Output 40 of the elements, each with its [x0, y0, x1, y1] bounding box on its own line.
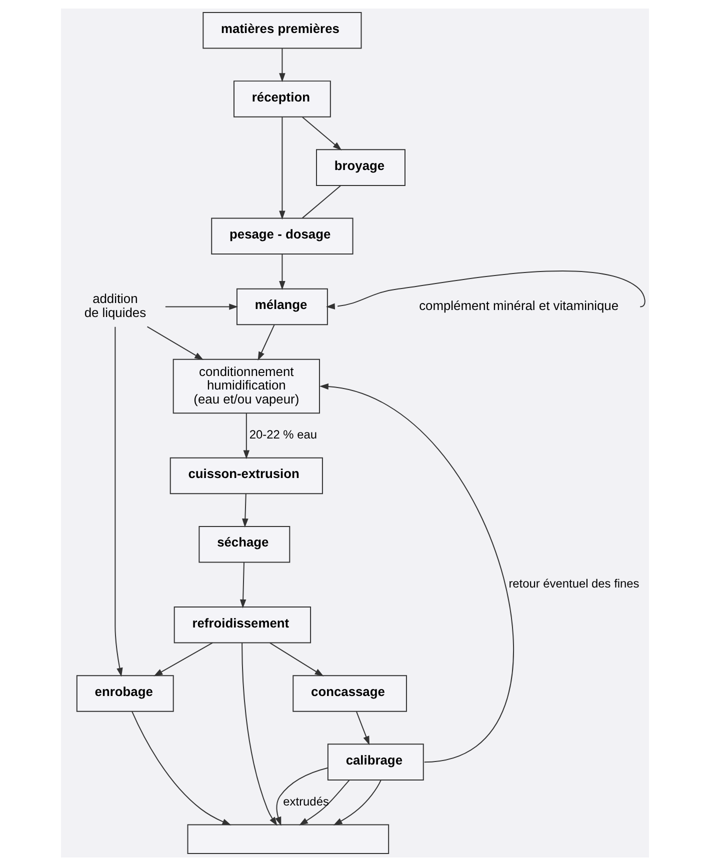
node-box: refroidissement	[174, 606, 312, 644]
arrow	[279, 254, 286, 290]
node-box: séchage	[198, 526, 290, 563]
arrow	[154, 642, 214, 676]
arrow	[356, 711, 370, 746]
arrow	[258, 324, 275, 361]
arrow	[302, 116, 342, 150]
node-box: concassage	[292, 675, 407, 712]
arrow	[242, 642, 278, 826]
node-box: matières premières	[202, 12, 362, 49]
node-box: pesage - dosage	[211, 218, 354, 255]
node-box: broyage	[316, 149, 406, 186]
node-box: calibrage	[327, 744, 424, 780]
arrow	[242, 493, 248, 528]
arrow	[146, 326, 204, 360]
node-text: addition de liquides	[84, 291, 146, 320]
node-box: mélange	[236, 288, 328, 326]
node-box: conditionnement humidification (eau et/ou vapeur)	[172, 358, 320, 414]
connector	[302, 185, 342, 219]
arrow	[319, 383, 514, 763]
edge-label: retour éventuel des fines	[508, 576, 640, 591]
arrow	[114, 326, 123, 677]
edge-label: extrudés	[283, 794, 329, 808]
arrow	[269, 642, 324, 676]
node-box: réception	[233, 80, 331, 118]
arrow	[240, 562, 246, 608]
arrow	[279, 116, 286, 220]
node-box: cuisson-extrusion	[170, 457, 323, 494]
arrow	[131, 710, 232, 826]
arrow	[279, 48, 286, 82]
arrow	[164, 304, 238, 310]
node-box	[187, 824, 390, 854]
edge-label: 20-22 % eau	[249, 428, 317, 442]
arrow	[299, 780, 350, 826]
arrow	[243, 413, 250, 460]
node-text: complément minéral et vitaminique	[419, 298, 619, 314]
node-box: enrobage	[76, 675, 174, 712]
arrow	[275, 767, 328, 826]
arrow	[326, 270, 646, 310]
arrow	[333, 780, 382, 826]
